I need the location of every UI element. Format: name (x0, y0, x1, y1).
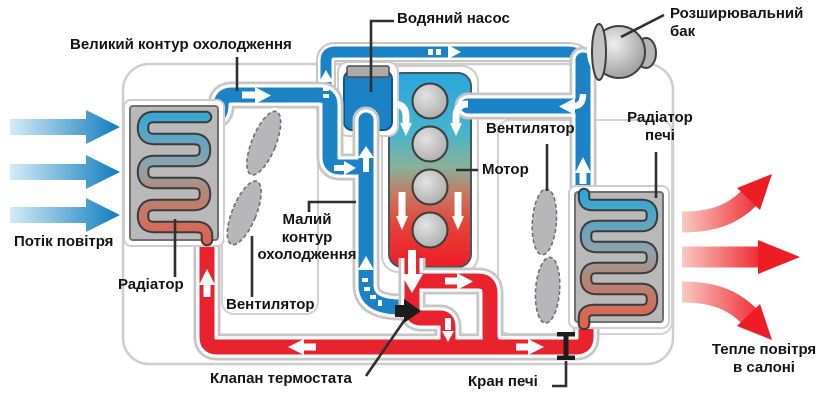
label-small-circuit: Малий контур охолодження (257, 211, 357, 264)
label-water-pump: Водяний насос (397, 10, 510, 27)
flow-arrow-icons (199, 45, 591, 355)
label-big-circuit: Великий контур охолодження (70, 36, 292, 53)
heater-radiator-icon (568, 185, 670, 331)
label-fan-right: Вентилятор (486, 120, 575, 137)
radiator-icon (123, 99, 225, 247)
label-leader-lines (173, 13, 665, 388)
thermostat-valve-icon (395, 299, 421, 323)
label-heater-radiator: Радіатор печі (627, 109, 693, 144)
warm-air-arrows-icon (681, 174, 800, 340)
fan-icon-right (528, 185, 564, 327)
heater-valve-icon (557, 332, 575, 360)
heater-radiator-coil-icon (577, 187, 659, 331)
air-flow-arrows-icon (10, 110, 120, 232)
radiator-coil-icon (136, 110, 214, 247)
fan-icon-left (223, 107, 285, 249)
engine-cylinders-icon (411, 82, 449, 249)
hot-coolant-pipes (193, 222, 600, 361)
label-warm-air: Тепле повітря в салоні (711, 341, 817, 376)
label-motor: Мотор (482, 161, 529, 178)
label-heater-valve: Кран печі (468, 373, 538, 390)
label-fan-left: Вентилятор (226, 296, 315, 313)
label-radiator: Радіатор (118, 276, 184, 293)
label-thermostat-valve: Клапан термостата (210, 370, 352, 387)
expansion-tank-icon (587, 19, 657, 85)
label-air-flow: Потік повітря (14, 233, 114, 250)
label-expansion-tank: Розширювальний бак (670, 5, 804, 40)
